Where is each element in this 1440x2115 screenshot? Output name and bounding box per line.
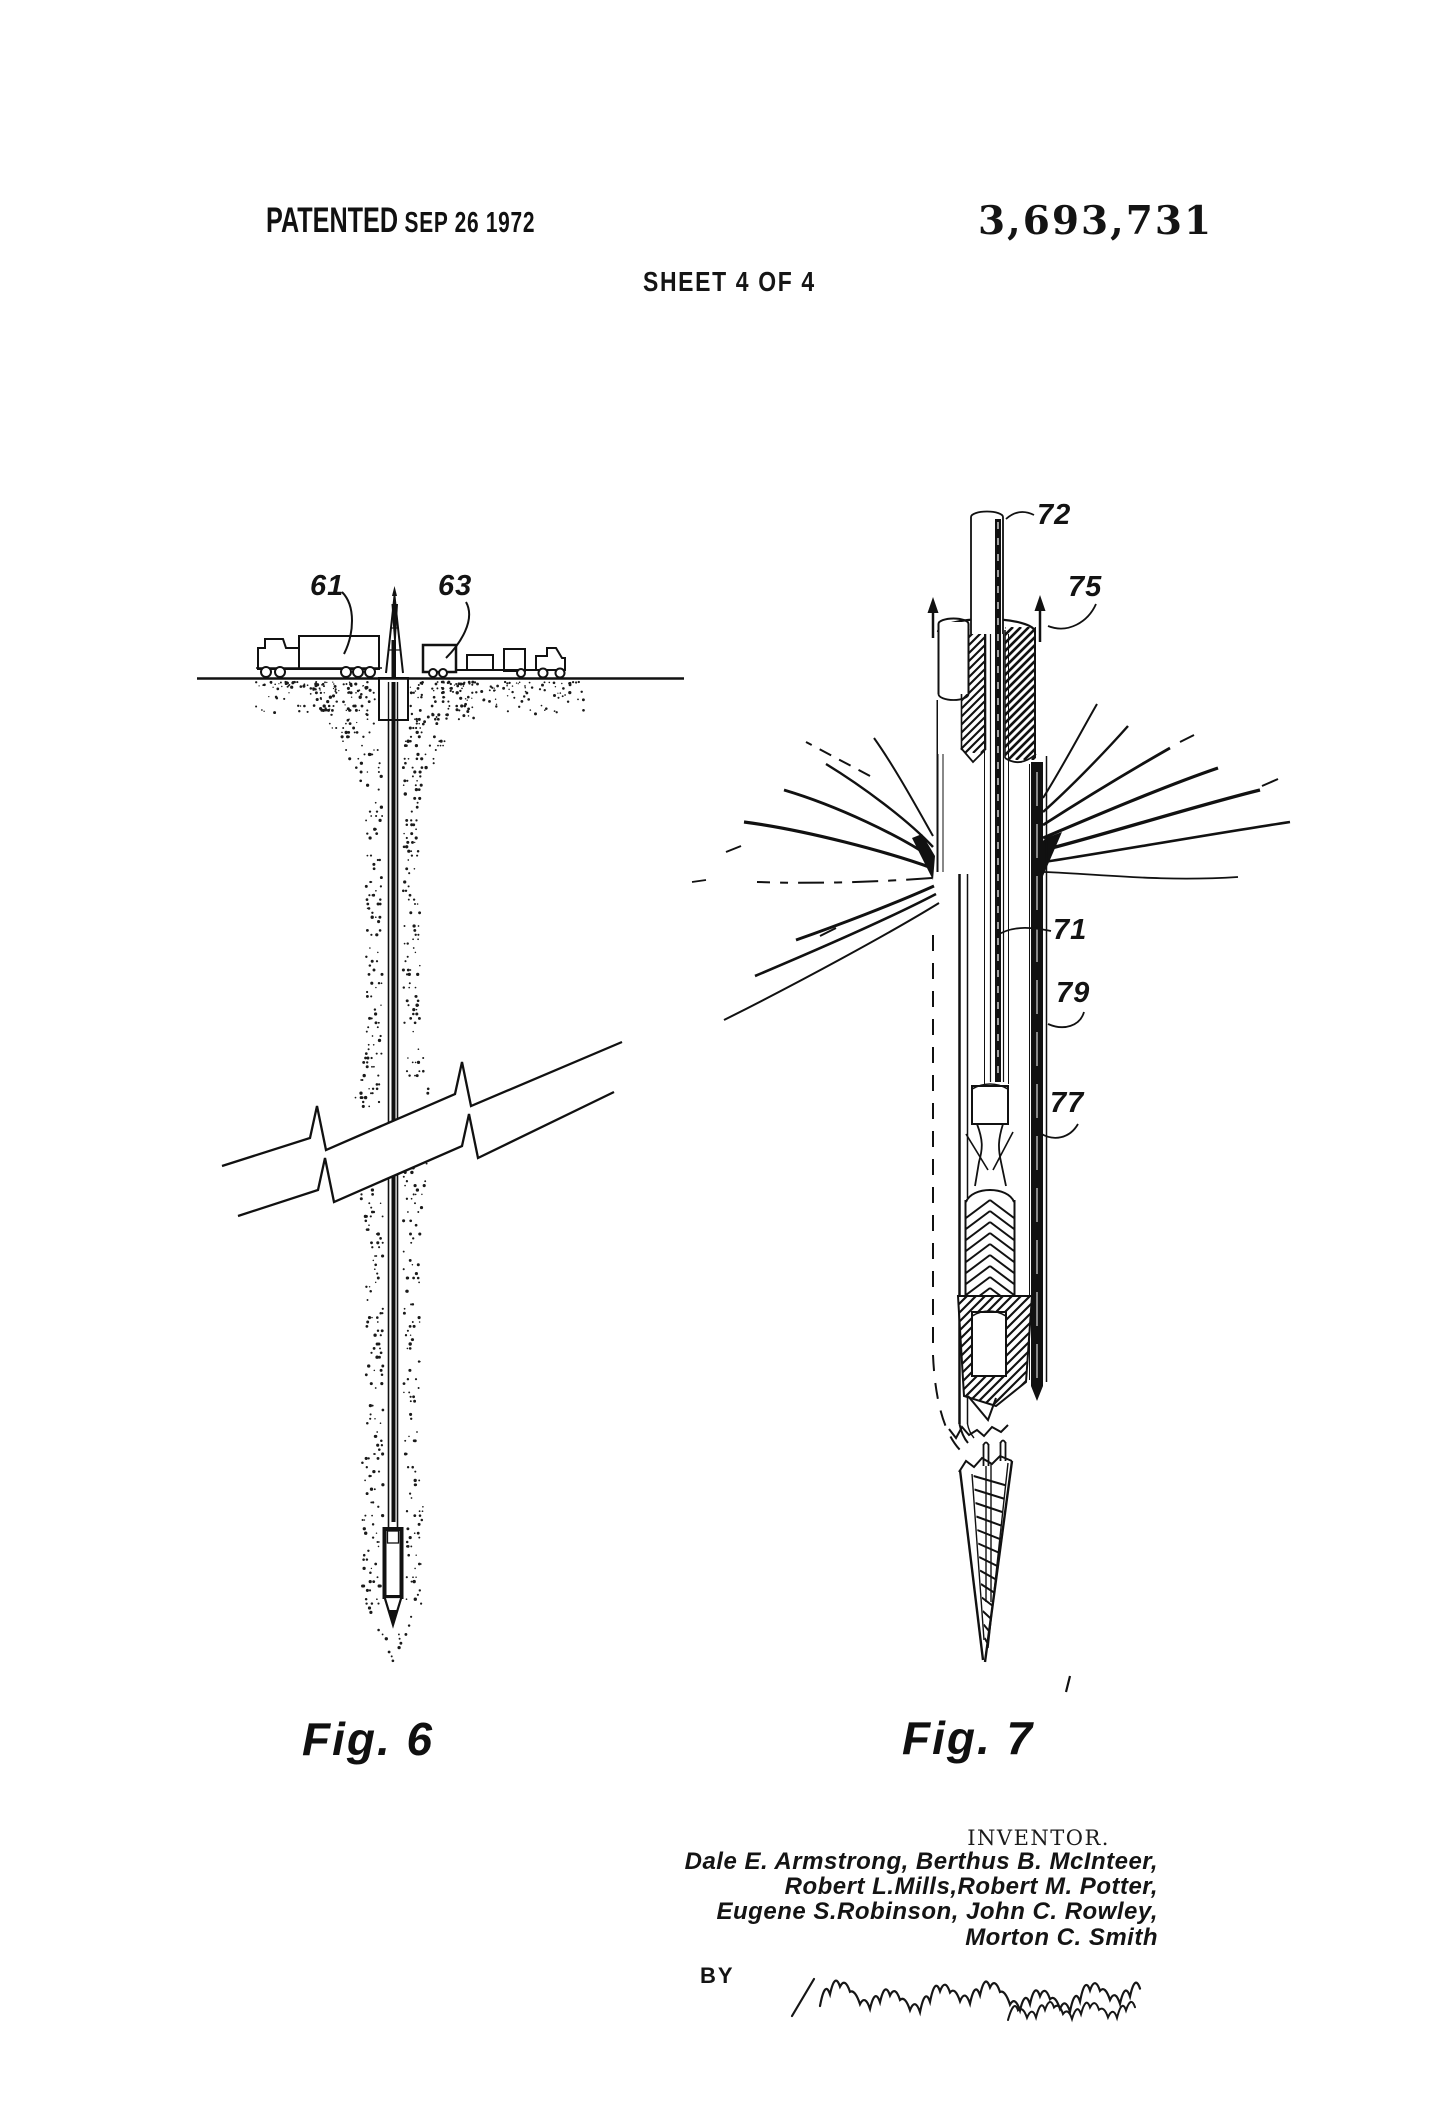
inner-collar-77	[965, 1083, 1014, 1187]
ref-label-77: 77	[1050, 1087, 1085, 1119]
ref-label-61: 61	[310, 570, 345, 602]
melt-spray-left	[691, 737, 940, 1021]
leader-75	[1047, 603, 1097, 630]
patented-label: PATENTED	[266, 201, 399, 240]
tool-outer-walls	[958, 756, 1048, 1444]
ref-label-63: 63	[438, 570, 473, 602]
inventor-name-line: Dale E. Armstrong, Berthus B. McInteer,	[684, 1848, 1158, 1875]
ref-label-79: 79	[1056, 977, 1091, 1009]
leader-63	[445, 601, 471, 659]
inventor-name-line: Robert L.Mills,Robert M. Potter,	[784, 1873, 1158, 1900]
sheet-label: SHEET 4 OF 4	[643, 266, 816, 297]
leader-72	[1005, 511, 1035, 520]
figure7-caption: Fig. 7	[902, 1712, 1035, 1764]
patent-date: SEP 26 1972	[404, 207, 536, 239]
inventor-name-line: Eugene S.Robinson, John C. Rowley,	[716, 1898, 1158, 1925]
ref-label-75: 75	[1068, 571, 1103, 603]
figure7-drawing	[691, 510, 1291, 1693]
leader-71	[995, 926, 1052, 937]
by-label: BY	[700, 1963, 735, 1988]
leader-79	[1047, 1011, 1085, 1028]
borehole-tool	[378, 640, 409, 1629]
herringbone-core	[964, 1189, 1016, 1297]
inventor-heading: INVENTOR.	[967, 1826, 1110, 1850]
up-arrows	[927, 595, 1046, 642]
patent-number: 3,693,731	[978, 198, 1214, 244]
figure6-drawing	[197, 586, 684, 1663]
attorney-signature	[790, 1977, 1142, 2023]
lift-collar	[936, 617, 1037, 764]
figure6-caption: Fig. 6	[302, 1713, 435, 1765]
depth-break-symbol	[221, 1040, 623, 1218]
borehole-walls	[932, 700, 963, 1453]
ref-label-71: 71	[1053, 914, 1088, 946]
lower-block	[948, 1295, 1034, 1440]
stem-rod	[970, 510, 1009, 1084]
inventor-name-line: Morton C. Smith	[965, 1924, 1158, 1951]
leader-77	[1039, 1123, 1079, 1139]
melt-spray-right	[1031, 703, 1291, 880]
penetrator-tip	[958, 1439, 1072, 1693]
ref-label-72: 72	[1037, 499, 1072, 531]
